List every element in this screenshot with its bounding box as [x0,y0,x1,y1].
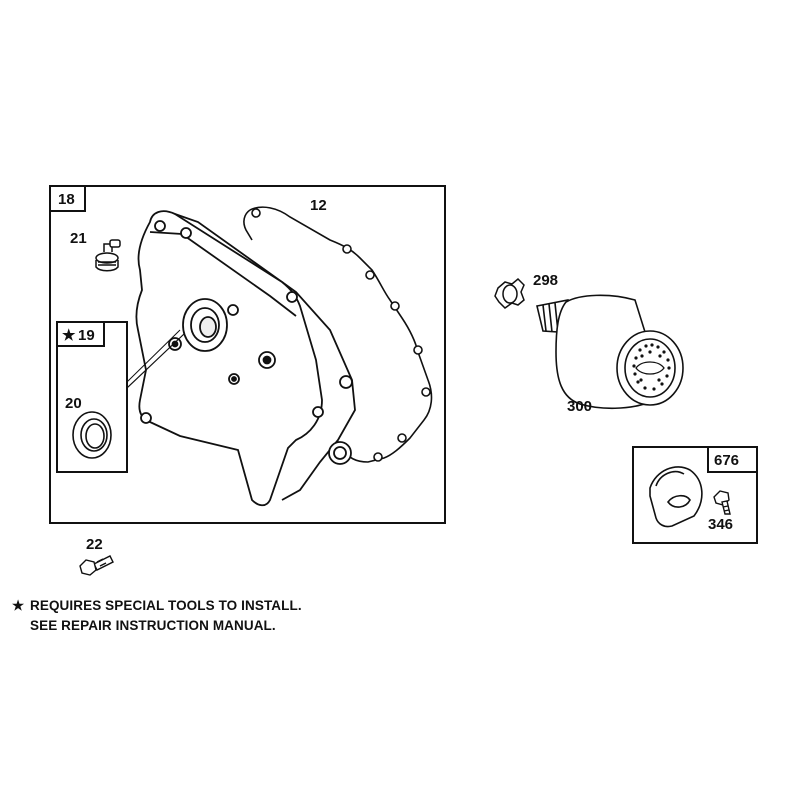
kit-box-19: ★ 19 [56,321,128,473]
note-line-1: REQUIRES SPECIAL TOOLS TO INSTALL. [30,598,302,613]
label-676: 676 [714,452,739,469]
label-19: 19 [78,327,95,344]
label-298: 298 [533,272,558,289]
muffler-300 [536,294,684,410]
label-12: 12 [310,197,327,214]
muffler-perforations [632,343,671,391]
label-346: 346 [708,516,733,533]
repair-manual-note: SEE REPAIR INSTRUCTION MANUAL. [12,618,276,633]
label-18: 18 [58,191,75,208]
kit-box-18: 18 [49,185,446,524]
label-22: 22 [86,536,103,553]
kit-box-676: 676 [632,446,758,544]
label-20: 20 [65,395,82,412]
note-line-2: SEE REPAIR INSTRUCTION MANUAL. [30,618,276,633]
oil-plug-21 [95,239,121,272]
oil-seal-20 [72,411,112,459]
gasket-12 [243,206,433,463]
muffler-logo-emblem [635,361,665,375]
crankcase-cover [135,210,356,507]
label-21: 21 [70,230,87,247]
screw-22 [79,555,114,576]
label-300: 300 [567,398,592,415]
leader-line [126,329,181,383]
star-icon: ★ [12,598,25,613]
special-tools-note: ★ REQUIRES SPECIAL TOOLS TO INSTALL. [12,598,302,614]
leader-line [126,333,185,389]
screw-346 [713,490,731,515]
muffler-guard [649,466,703,528]
nut-298 [494,277,525,309]
star-19: ★ [62,327,76,344]
